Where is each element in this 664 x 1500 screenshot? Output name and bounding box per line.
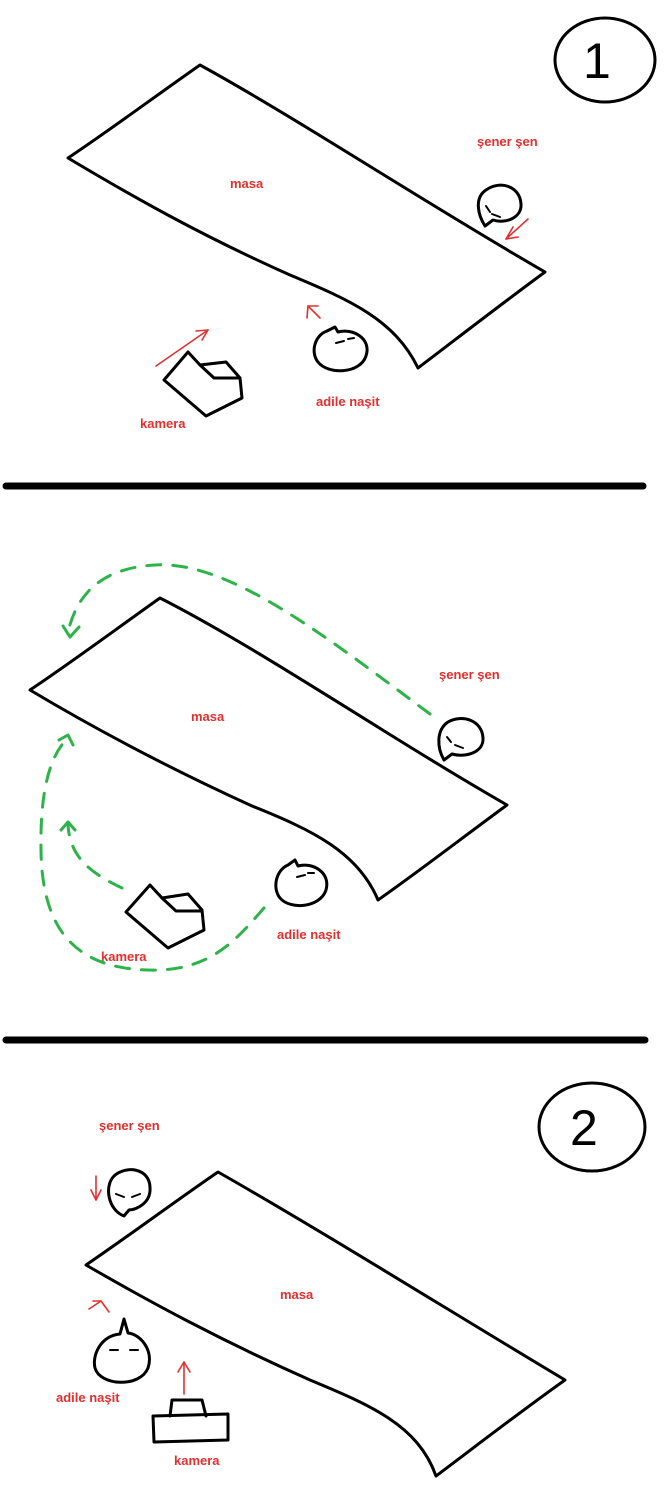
scene-1-camera-label: kamera — [140, 416, 186, 431]
scene-1-table-label: masa — [230, 176, 264, 191]
scene-2-table — [84, 1170, 567, 1478]
scene-1-sener-motion-arrow — [505, 218, 529, 240]
scene-1-person-adile-nasit — [312, 325, 369, 373]
scene-2-person-sener-sen — [107, 1168, 152, 1218]
scene-2-camera — [151, 1398, 230, 1444]
scene-2-adile-motion-arrow — [88, 1300, 110, 1313]
scene-1-person-adile-nasit-label: adile naşit — [316, 394, 380, 409]
scene-movement-camera-label: kamera — [101, 949, 147, 964]
scene-1-number-circle — [553, 16, 657, 104]
scene-1-table — [66, 63, 547, 370]
scene-movement-camera — [124, 883, 206, 950]
scene-movement-person-adile-nasit-label: adile naşit — [277, 927, 341, 942]
scene-2-number: 2 — [570, 1100, 598, 1156]
scene-1-number: 1 — [583, 33, 611, 89]
scene-1-adile-motion-arrow — [306, 305, 321, 319]
scene-2-camera-motion-arrow — [177, 1361, 191, 1395]
scene-2-number-circle — [537, 1081, 647, 1173]
scene-2: 2 masa şener şen adile naşit kamera — [56, 1081, 647, 1478]
scene-movement-person-sener-sen-label: şener şen — [439, 667, 500, 682]
scene-movement-person-adile-nasit — [274, 858, 329, 908]
scene-1: 1 masa şener şen adile naşit — [66, 16, 657, 431]
scene-movement-person-sener-sen — [437, 717, 485, 762]
scene-2-table-label: masa — [280, 1287, 314, 1302]
scene-2-sener-motion-arrow — [90, 1175, 102, 1201]
scene-movement-table-label: masa — [191, 709, 225, 724]
scene-movement-table — [28, 596, 509, 902]
scene-1-camera-motion-arrow — [155, 329, 209, 367]
scene-1-person-sener-sen — [476, 183, 523, 228]
scene-movement-adile-path — [39, 733, 266, 972]
scene-1-camera — [162, 350, 244, 418]
scene-2-camera-label: kamera — [174, 1453, 220, 1468]
scene-movement: masa şener şen adile naşit kamera — [28, 563, 509, 972]
scene-movement-sener-path — [61, 563, 432, 716]
scene-2-person-adile-nasit-label: adile naşit — [56, 1390, 120, 1405]
scene-movement-camera-path — [59, 820, 124, 890]
scene-2-person-adile-nasit — [92, 1317, 151, 1384]
scene-2-person-sener-sen-label: şener şen — [99, 1118, 160, 1133]
scene-1-person-sener-sen-label: şener şen — [477, 134, 538, 149]
